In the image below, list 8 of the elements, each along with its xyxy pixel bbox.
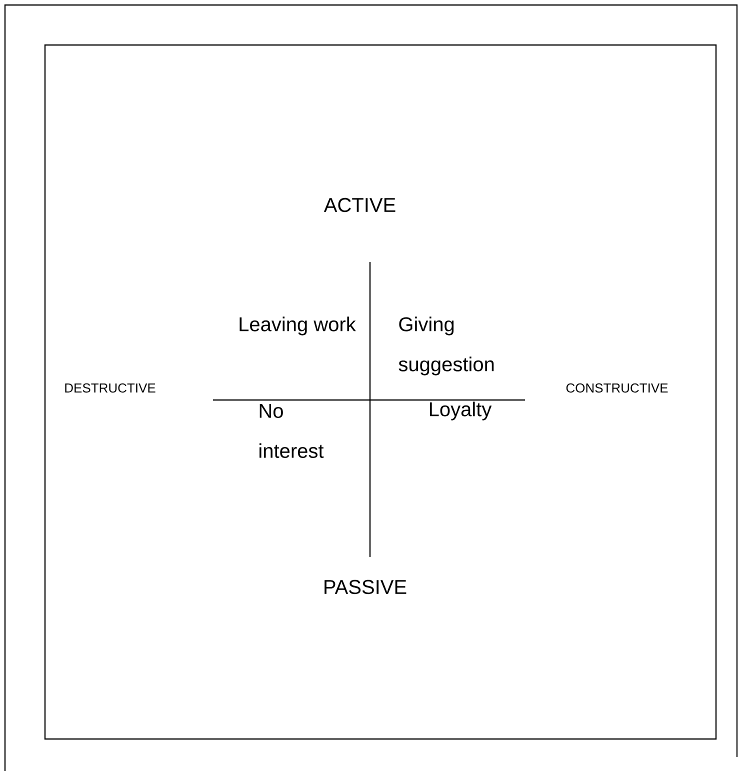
axis-label: PASSIVE [324,580,406,594]
axis-label: Leaving work [240,316,356,336]
axis-label: Loyalty [430,402,492,420]
axis-label: DESTRUCTIVE [65,383,156,393]
axis-label: No interest [260,404,324,458]
axis-label: ACTIVE [324,198,396,212]
axis-label: CONSTRUCTIVE [566,383,668,393]
axis-label: Giving suggestion [398,316,494,376]
